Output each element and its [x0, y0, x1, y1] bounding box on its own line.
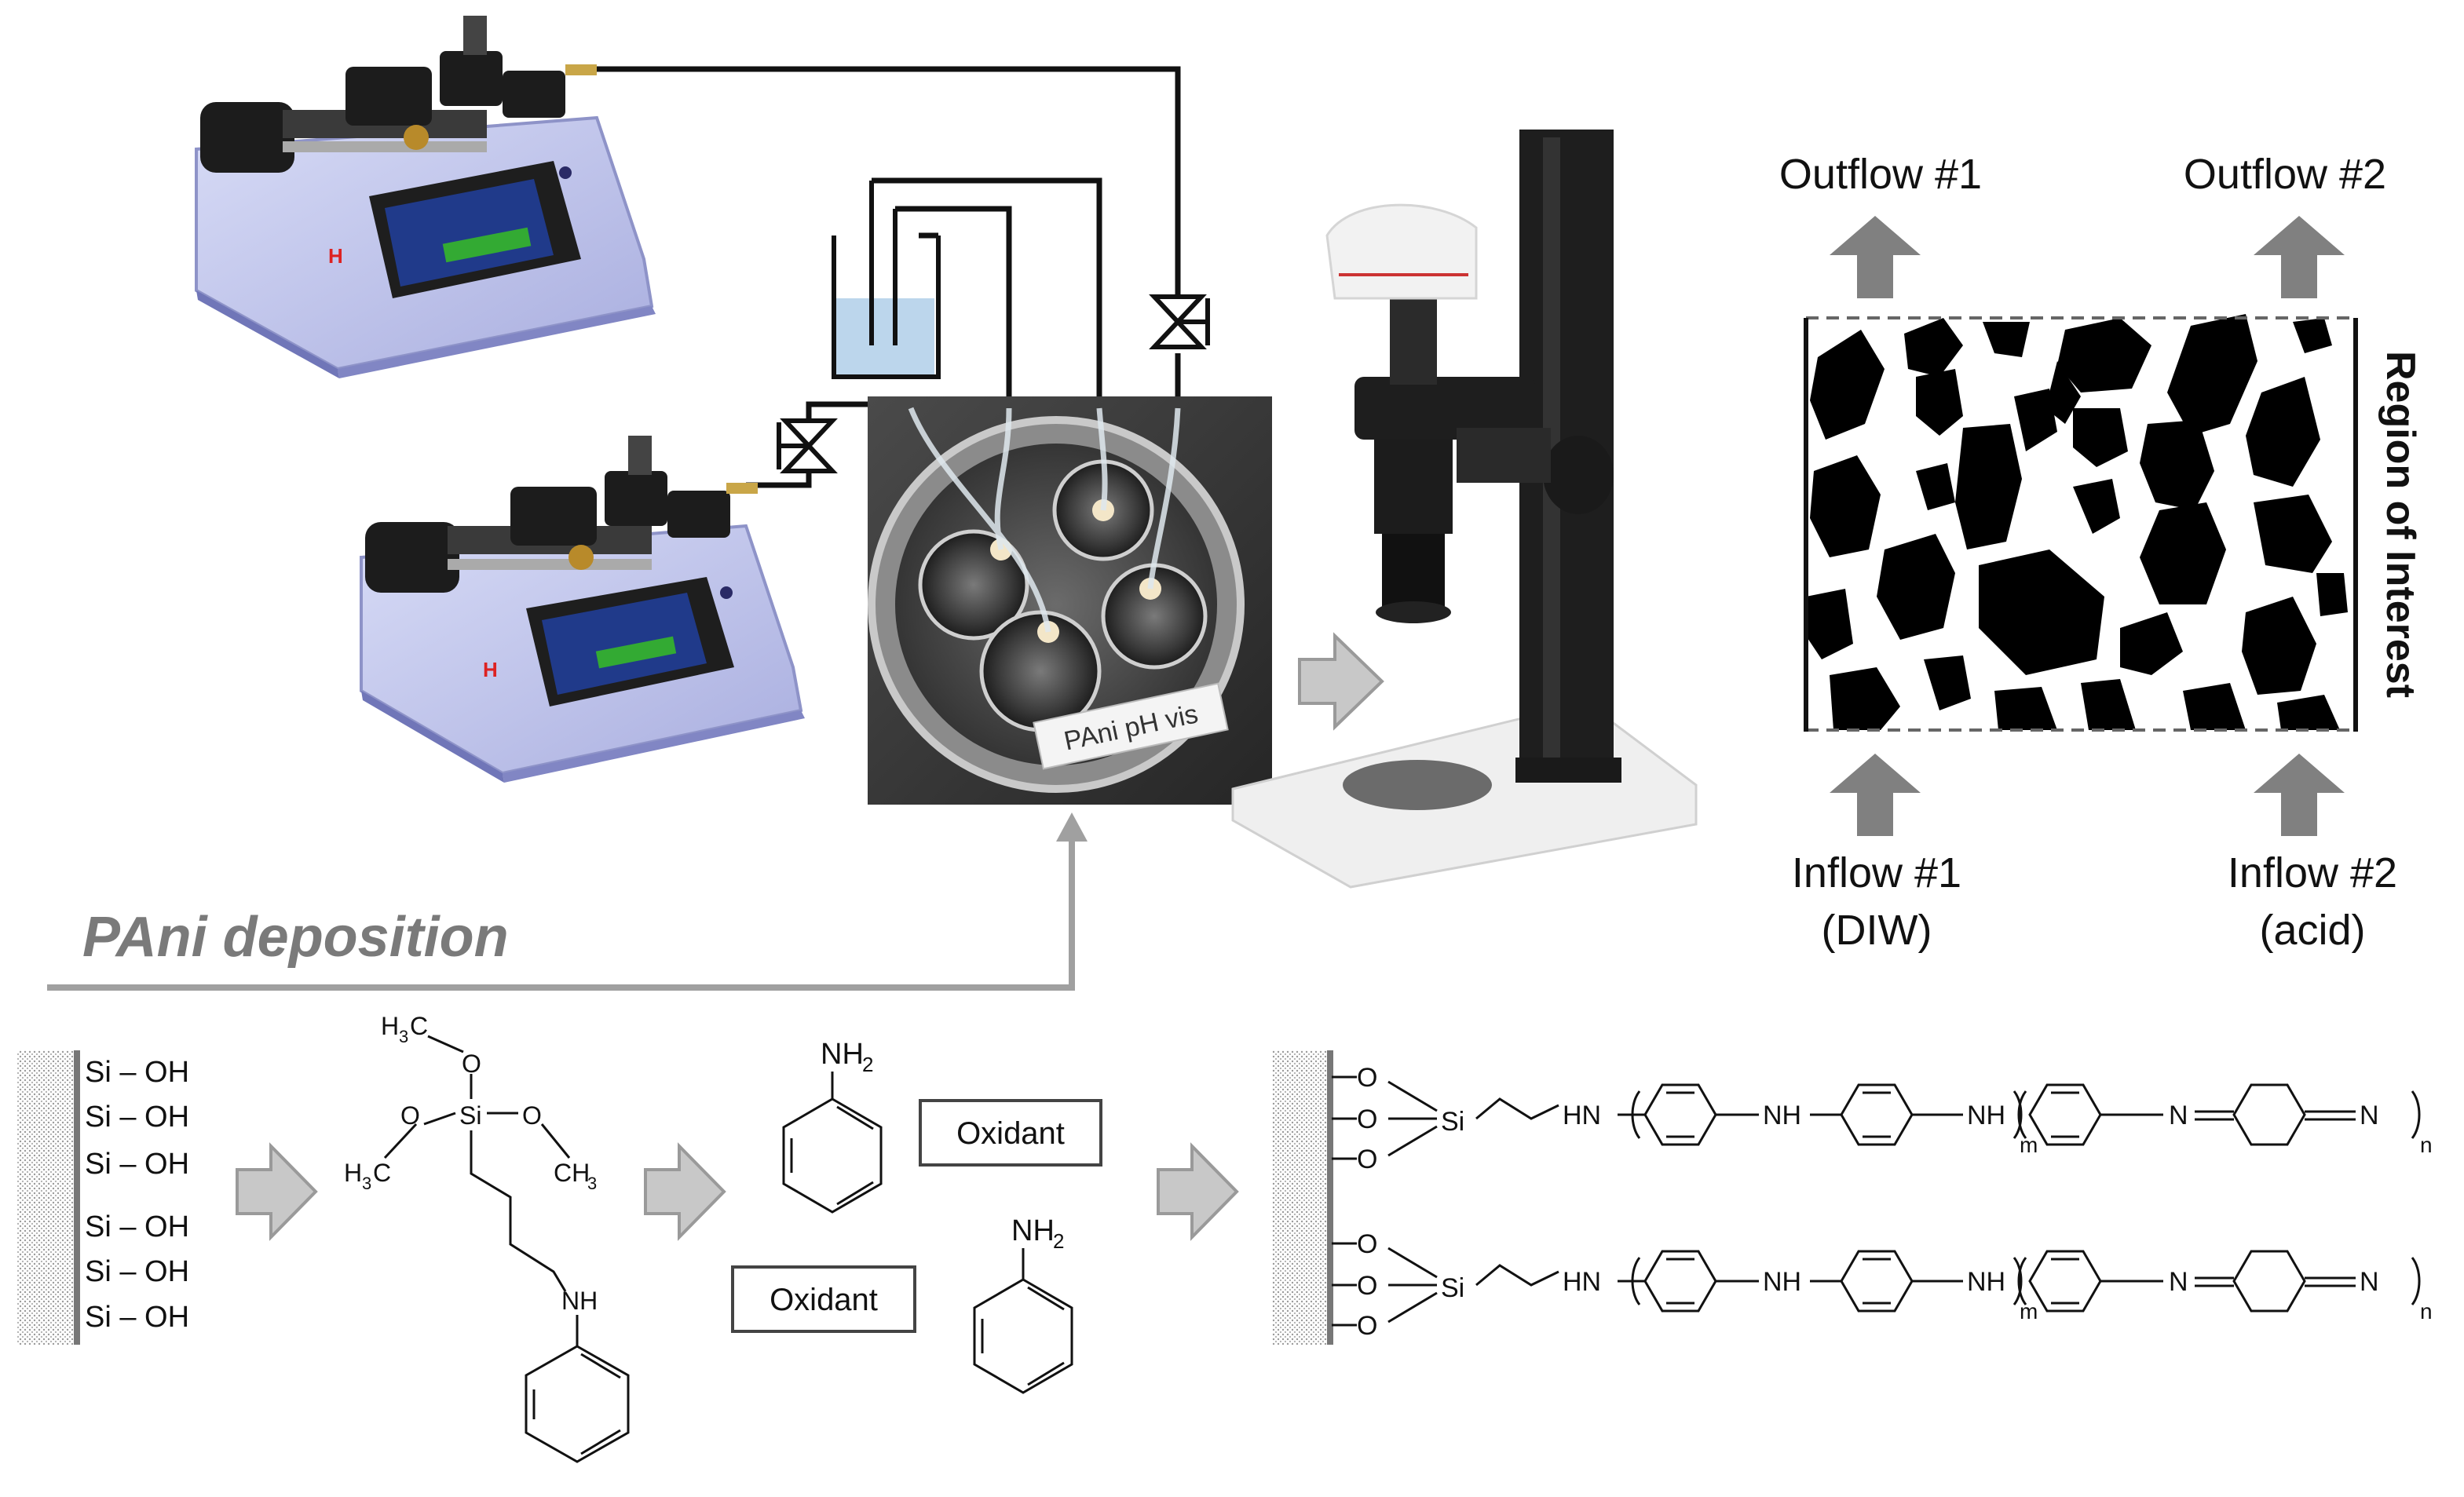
- oxidant-label: Oxidant: [770, 1283, 878, 1317]
- syringe-pump-2: H: [360, 436, 805, 783]
- repeat-m-label: m: [2020, 1133, 2038, 1157]
- deposition-title: PAni deposition: [82, 906, 509, 969]
- silanol-group: Si – OH: [85, 1301, 189, 1334]
- h3c-label: C: [410, 1012, 428, 1040]
- right-arrow-icon: [1157, 1142, 1239, 1241]
- oxygen-label: O: [1357, 1311, 1377, 1341]
- repeat-m-label: m: [2020, 1299, 2038, 1324]
- imine-label: N: [2169, 1101, 2188, 1130]
- reservoir-beaker: [832, 181, 941, 379]
- microscope: [1231, 130, 1698, 889]
- porous-media-panel: Outflow #1 Outflow #2: [1779, 151, 2423, 954]
- ch3-label: CH: [554, 1159, 590, 1187]
- deposition-connector: PAni deposition: [47, 812, 1088, 991]
- oxidant-box: Oxidant: [919, 1099, 1102, 1167]
- valve-icon[interactable]: [1149, 294, 1210, 349]
- up-arrow-icon: [1830, 754, 1921, 836]
- silicon-label: Si: [1441, 1107, 1464, 1137]
- pump-brand-logo: H: [483, 658, 498, 681]
- oxygen-label: O: [400, 1101, 420, 1130]
- amine-label: HN: [1563, 1267, 1601, 1297]
- h3c-label: H: [381, 1012, 399, 1040]
- nh2-label: NH: [1011, 1214, 1055, 1247]
- silanol-group: Si – OH: [85, 1148, 189, 1181]
- h3c-label: H: [344, 1159, 362, 1187]
- right-arrow-icon: [236, 1142, 318, 1241]
- nh2-subscript: 2: [1053, 1229, 1064, 1253]
- outflow-1-label: Outflow #1: [1779, 151, 1982, 198]
- amine-label: NH: [561, 1287, 598, 1315]
- silanol-group: Si – OH: [85, 1255, 189, 1288]
- tubing-lines: [597, 66, 1181, 488]
- pani-grafted-surface: [1272, 1050, 1333, 1345]
- outflow-2-label: Outflow #2: [2184, 151, 2386, 198]
- oxygen-label: O: [1357, 1145, 1377, 1174]
- up-arrow-icon: [2254, 754, 2345, 836]
- aniline-molecule: NH 2: [973, 1214, 1073, 1394]
- up-arrow-icon: [2254, 216, 2345, 298]
- nh2-label: NH: [821, 1038, 864, 1071]
- amine-label: NH: [1967, 1267, 2005, 1297]
- nh2-subscript: 2: [862, 1053, 873, 1076]
- imine-label: N: [2360, 1101, 2379, 1130]
- oxidant-label: Oxidant: [956, 1116, 1065, 1151]
- up-arrow-icon: [1830, 216, 1921, 298]
- pump-brand-logo: H: [328, 244, 343, 268]
- silanol-surface: Si – OH Si – OH Si – OH Si – OH Si – OH …: [17, 1050, 189, 1345]
- amine-label: NH: [1763, 1101, 1801, 1130]
- pani-chain: O O O Si HN NH NH m N N n: [1332, 1229, 2433, 1341]
- silane-molecule: H 3 C O O Si O H 3 C CH 3 NH: [344, 1012, 630, 1463]
- amine-label: HN: [1563, 1101, 1601, 1130]
- valve-icon[interactable]: [777, 418, 838, 473]
- silicon-label: Si: [1441, 1273, 1464, 1303]
- oxygen-label: O: [462, 1050, 481, 1078]
- micromodel-photo: PAni pH vis: [868, 396, 1272, 805]
- region-of-interest-label: Region of Interest: [2378, 351, 2423, 698]
- syringe-pump-1: H: [195, 16, 656, 378]
- silicon-label: Si: [459, 1101, 481, 1130]
- silanol-group: Si – OH: [85, 1056, 189, 1089]
- imine-label: N: [2169, 1267, 2188, 1297]
- repeat-n-label: n: [2420, 1133, 2433, 1157]
- pani-chain: O O O Si HN NH NH m N N n: [1332, 1063, 2433, 1174]
- aniline-molecule: NH 2: [782, 1038, 883, 1214]
- inflow-1-label: Inflow #1: [1792, 849, 1961, 896]
- inflow-1-sub-label: (DIW): [1822, 907, 1932, 954]
- h3c-label: C: [373, 1159, 391, 1187]
- silanol-group: Si – OH: [85, 1210, 189, 1243]
- inflow-2-sub-label: (acid): [2259, 907, 2365, 954]
- oxygen-label: O: [1357, 1229, 1377, 1259]
- oxygen-label: O: [1357, 1271, 1377, 1301]
- right-arrow-icon: [1298, 632, 1384, 731]
- imine-label: N: [2360, 1267, 2379, 1297]
- silanol-group: Si – OH: [85, 1101, 189, 1134]
- ch3-subscript: 3: [587, 1174, 597, 1193]
- oxygen-label: O: [1357, 1063, 1377, 1093]
- right-arrow-icon: [644, 1142, 726, 1241]
- amine-label: NH: [1763, 1267, 1801, 1297]
- h3c-subscript: 3: [399, 1027, 408, 1046]
- amine-label: NH: [1967, 1101, 2005, 1130]
- oxygen-label: O: [522, 1101, 542, 1130]
- oxidant-box: Oxidant: [731, 1265, 916, 1333]
- grain-particles: [1806, 314, 2348, 730]
- inflow-2-label: Inflow #2: [2228, 849, 2397, 896]
- repeat-n-label: n: [2420, 1299, 2433, 1324]
- h3c-subscript: 3: [362, 1174, 371, 1193]
- oxygen-label: O: [1357, 1104, 1377, 1134]
